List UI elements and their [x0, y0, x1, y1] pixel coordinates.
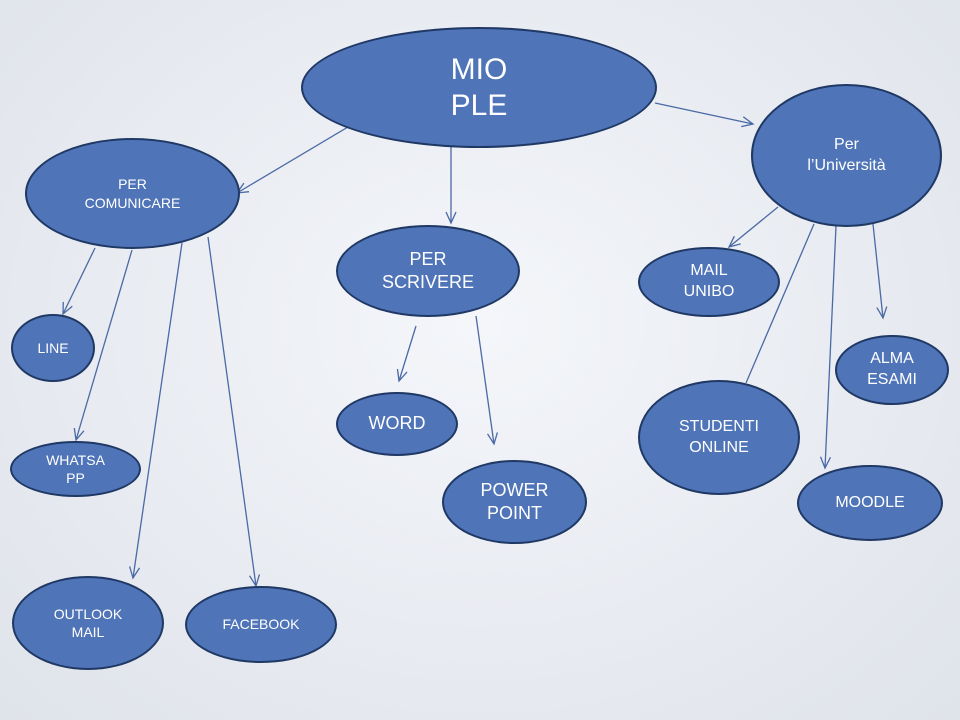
- arrow-scrivere-to-powerpoint: [475, 315, 499, 446]
- node-per-universita: Per l’Università: [751, 84, 942, 227]
- node-studenti-online-line1: STUDENTI: [679, 417, 759, 435]
- node-mail-unibo-line2: UNIBO: [683, 283, 735, 300]
- node-outlook-mail-line2: MAIL: [71, 624, 105, 640]
- arrow-comunicare-to-facebook: [207, 236, 261, 588]
- node-power-point-line1: POWER: [480, 479, 549, 500]
- node-word: WORD: [336, 392, 458, 456]
- arrow-comunicare-to-line: [62, 247, 96, 316]
- node-outlook-mail: OUTLOOK MAIL: [12, 576, 164, 670]
- arrow-root-to-comunicare: [235, 126, 349, 194]
- arrow-universita-to-almaesami: [872, 223, 888, 320]
- node-power-point: POWER POINT: [442, 460, 587, 544]
- node-mail-unibo: MAIL UNIBO: [638, 247, 780, 317]
- node-outlook-mail-line1: OUTLOOK: [53, 605, 123, 622]
- node-per-comunicare: PER COMUNICARE: [25, 138, 240, 249]
- arrow-comunicare-to-outlook: [129, 242, 183, 580]
- node-line-label: LINE: [37, 339, 69, 356]
- node-line: LINE: [11, 314, 95, 382]
- node-per-scrivere-line2: SCRIVERE: [381, 272, 475, 292]
- node-mio-ple: MIO PLE: [301, 27, 657, 148]
- node-alma-esami-line1: ALMA: [870, 350, 914, 368]
- node-moodle: MOODLE: [797, 465, 943, 541]
- node-studenti-online: STUDENTI ONLINE: [638, 380, 800, 495]
- node-per-universita-line1: Per: [834, 135, 859, 153]
- arrow-universita-to-moodle: [819, 225, 837, 470]
- node-mio-ple-line2: PLE: [450, 88, 508, 122]
- arrow-root-to-universita: [654, 102, 755, 128]
- arrow-scrivere-to-word: [396, 325, 417, 383]
- node-whatsapp-line1: WHATSA: [46, 451, 105, 468]
- node-per-comunicare-line2: COMUNICARE: [84, 194, 181, 211]
- arrow-universita-to-studenti: [745, 223, 815, 384]
- node-mio-ple-line1: MIO: [450, 52, 508, 86]
- node-per-comunicare-line1: PER: [118, 176, 147, 193]
- node-word-label: WORD: [368, 413, 426, 434]
- node-moodle-label: MOODLE: [835, 493, 905, 511]
- node-alma-esami-line2: ESAMI: [867, 371, 917, 388]
- node-facebook: FACEBOOK: [185, 586, 337, 663]
- node-whatsapp-line2: PP: [66, 470, 85, 486]
- arrow-comunicare-to-whatsapp: [73, 249, 133, 442]
- node-studenti-online-line2: ONLINE: [689, 438, 749, 456]
- node-per-scrivere: PER SCRIVERE: [336, 225, 520, 317]
- node-whatsapp: WHATSA PP: [10, 441, 141, 497]
- node-power-point-line2: POINT: [486, 503, 542, 523]
- node-per-universita-line2: l’Università: [807, 156, 886, 174]
- node-alma-esami: ALMA ESAMI: [835, 335, 949, 405]
- node-facebook-label: FACEBOOK: [222, 616, 300, 633]
- arrow-universita-to-mailunibo: [727, 206, 779, 248]
- node-mail-unibo-line1: MAIL: [690, 262, 728, 280]
- node-per-scrivere-line1: PER: [409, 248, 447, 269]
